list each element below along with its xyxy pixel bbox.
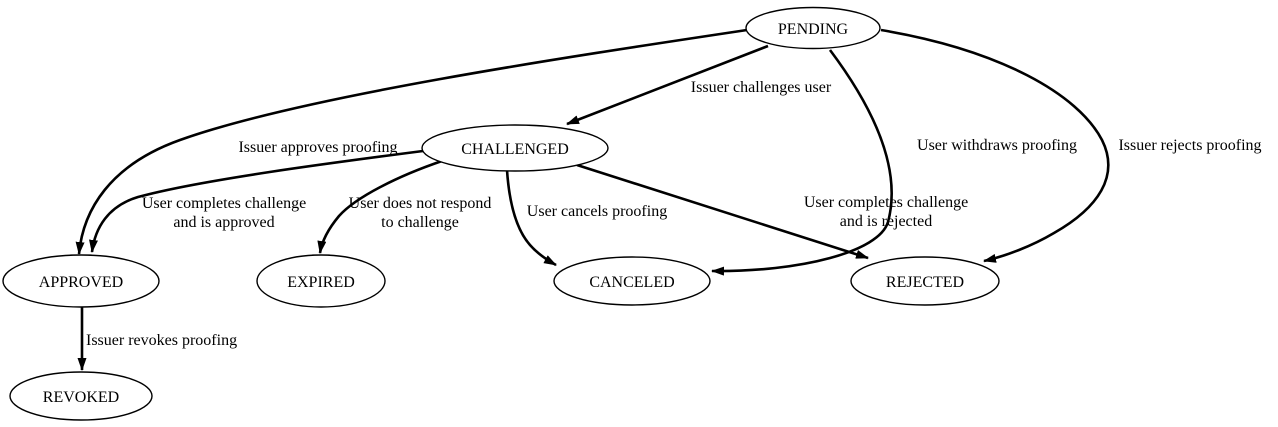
edge-label-user-completes-challenge-rejected-line2: and is rejected [840, 213, 932, 230]
edges [75, 28, 1110, 371]
expired-ellipse [256, 254, 386, 308]
revoked-ellipse [9, 371, 153, 421]
edge-label-user-withdraws-proofing: User withdraws proofing [917, 137, 1077, 154]
rejected-label: REJECTED [886, 274, 964, 291]
state-node-approved: APPROVED [2, 254, 160, 308]
state-node-challenged: CHALLENGED [421, 124, 609, 172]
state-node-rejected: REJECTED [850, 256, 1000, 306]
edge-label-issuer-revokes-proofing: Issuer revokes proofing [86, 332, 237, 349]
edge-label-user-completes-challenge-approved-line1: User completes challenge [142, 195, 306, 212]
challenged-ellipse [421, 124, 609, 172]
state-node-revoked: REVOKED [9, 371, 153, 421]
edge-pending-canceled [711, 49, 893, 276]
edge-labels: Issuer challenges user Issuer approves p… [86, 79, 1262, 349]
edge-label-issuer-approves-proofing: Issuer approves proofing [238, 139, 397, 156]
edge-challenged-approved [89, 149, 424, 253]
edge-label-issuer-challenges-user: Issuer challenges user [691, 79, 832, 96]
challenged-label: CHALLENGED [461, 141, 569, 158]
canceled-ellipse [553, 256, 711, 306]
edge-label-user-completes-challenge-rejected-line1: User completes challenge [804, 194, 968, 211]
edge-challenged-expired [317, 159, 443, 254]
revoked-label: REVOKED [43, 389, 119, 406]
rejected-ellipse [850, 256, 1000, 306]
expired-label: EXPIRED [287, 274, 355, 291]
state-node-pending: PENDING [745, 6, 881, 50]
state-node-canceled: CANCELED [553, 256, 711, 306]
pending-ellipse [745, 6, 881, 50]
edge-challenged-rejected [576, 163, 869, 260]
edge-pending-challenged [566, 44, 769, 126]
edge-label-user-does-not-respond-line1: User does not respond [349, 195, 492, 212]
nodes: PENDING CHALLENGED APPROVED EXPIRED CANC… [2, 6, 1000, 421]
edge-pending-approved [75, 28, 748, 255]
approved-ellipse [2, 254, 160, 308]
edge-label-user-cancels-proofing: User cancels proofing [527, 203, 667, 220]
pending-label: PENDING [778, 21, 849, 38]
edge-challenged-canceled [505, 169, 557, 267]
edge-label-user-completes-challenge-approved-line2: and is approved [173, 214, 274, 231]
canceled-label: CANCELED [589, 274, 674, 291]
edge-pending-rejected [880, 28, 1110, 263]
approved-label: APPROVED [39, 274, 123, 291]
edge-label-user-does-not-respond-line2: to challenge [381, 214, 459, 231]
state-node-expired: EXPIRED [256, 254, 386, 308]
edge-label-issuer-rejects-proofing: Issuer rejects proofing [1118, 137, 1261, 154]
